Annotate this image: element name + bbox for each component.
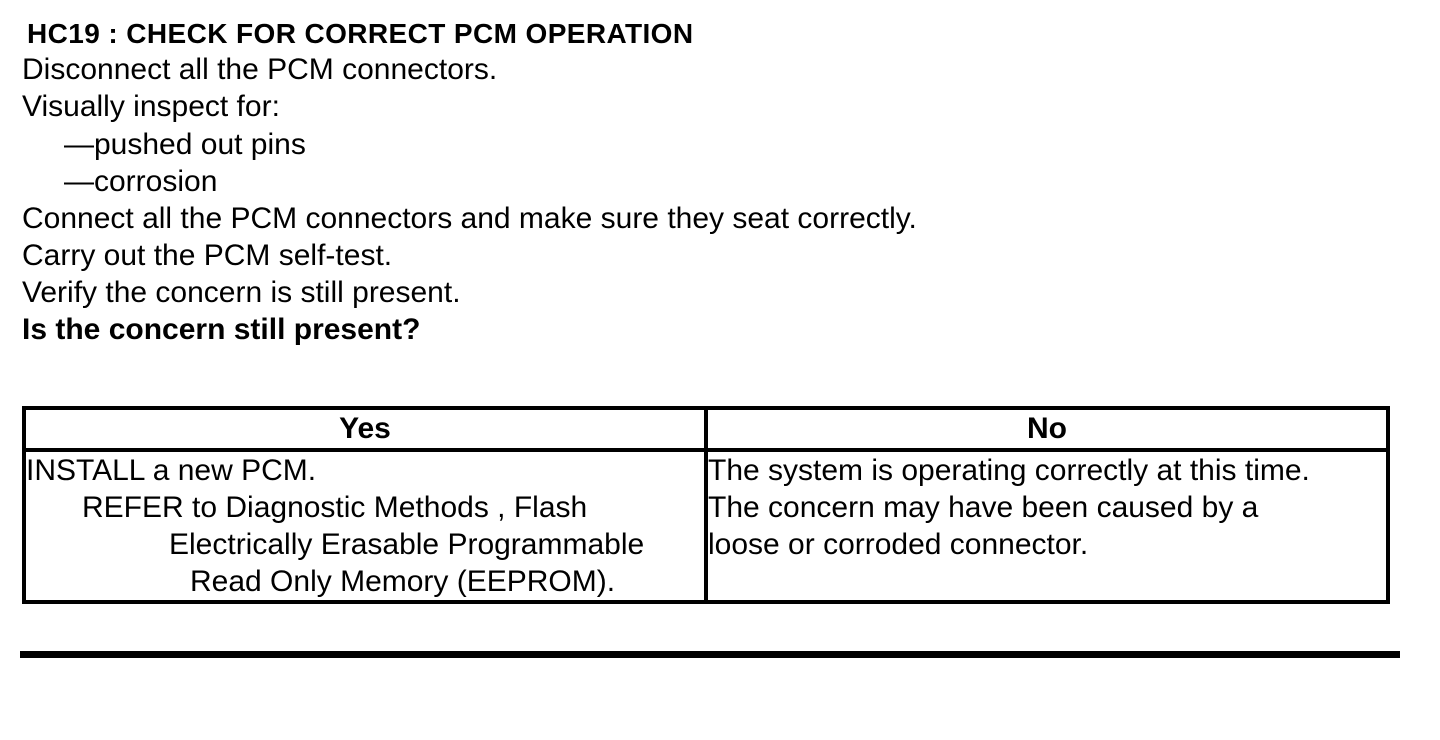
instruction-self-test: Carry out the PCM self-test. (22, 239, 393, 272)
yes-action-line: REFER to Diagnostic Methods , Flash (82, 491, 588, 524)
no-action-cell: The system is operating correctly at thi… (704, 448, 1390, 604)
instruction-connect: Connect all the PCM connectors and make … (22, 202, 917, 235)
instruction-verify: Verify the concern is still present. (22, 276, 461, 309)
no-column-header: No (704, 406, 1390, 452)
results-action-row: INSTALL a new PCM. REFER to Diagnostic M… (22, 448, 1390, 604)
no-action-line: The system is operating correctly at thi… (708, 454, 1310, 487)
yes-action-line: Read Only Memory (EEPROM). (190, 565, 616, 598)
instruction-inspect-intro: Visually inspect for: (22, 90, 280, 123)
no-action-line: loose or corroded connector. (708, 528, 1089, 561)
inspection-list: —pushed out pins —corrosion (0, 126, 1440, 200)
results-header-row: Yes No (22, 406, 1390, 452)
question-concern-present: Is the concern still present? (22, 313, 421, 346)
yes-action-cell: INSTALL a new PCM. REFER to Diagnostic M… (22, 448, 708, 604)
page-title: HC19 : CHECK FOR CORRECT PCM OPERATION (27, 18, 694, 49)
instruction-disconnect: Disconnect all the PCM connectors. (22, 53, 498, 86)
yes-action-line: INSTALL a new PCM. (26, 454, 317, 487)
page-bottom-rule (20, 651, 1400, 658)
no-action-line: The concern may have been caused by a (708, 491, 1259, 524)
list-item-corrosion: —corrosion (64, 165, 218, 198)
yes-action-line: Electrically Erasable Programmable (169, 528, 645, 561)
results-table: Yes No INSTALL a new PCM. REFER to Diagn… (22, 406, 1390, 604)
yes-column-header: Yes (22, 406, 708, 452)
list-item-pushed-out-pins: —pushed out pins (64, 128, 306, 161)
